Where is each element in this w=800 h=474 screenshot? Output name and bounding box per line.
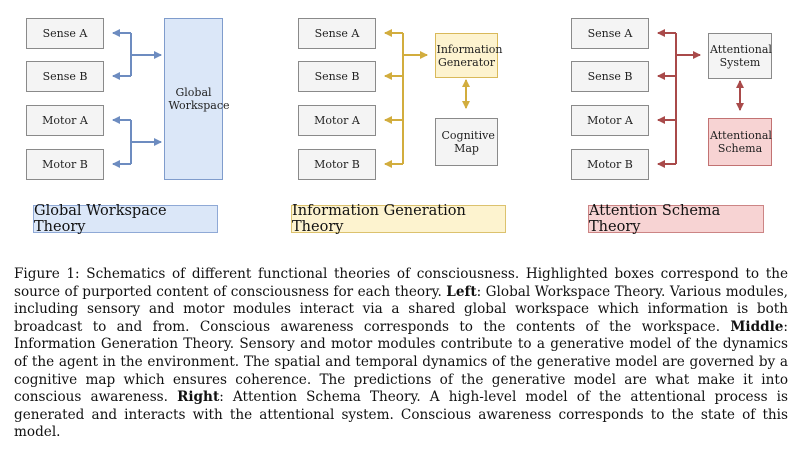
caption-left-label: Left (446, 283, 477, 300)
as-motor-b-module: Motor B (571, 149, 649, 180)
gw-sense-b-module: Sense B (26, 61, 104, 92)
global-workspace-box: Global Workspace (164, 18, 230, 180)
caption-right-text: : Attention Schema Theory. A high-level … (14, 389, 788, 441)
ig-theory-title: Information Generation Theory (291, 203, 506, 235)
gw-motor-a-module: Motor A (26, 105, 104, 136)
gw-arrows (112, 29, 162, 168)
diagram-arrows (112, 29, 744, 168)
caption-middle-text: : Information Generation Theory. Sensory… (14, 318, 788, 406)
as-sense-a-module: Sense A (571, 18, 649, 49)
caption-left-text: : Global Workspace Theory. Various modul… (14, 283, 788, 335)
information-generator-box: Information Generator (435, 33, 503, 78)
caption-intro: Figure 1: Schematics of different functi… (14, 266, 788, 300)
attentional-system-box: Attentional System (708, 33, 772, 79)
ig-sense-a-module: Sense A (298, 18, 376, 49)
ig-sense-b-module: Sense B (298, 61, 376, 92)
gw-theory-title: Global Workspace Theory (33, 203, 218, 235)
ig-motor-b-module: Motor B (298, 149, 376, 180)
as-sense-b-module: Sense B (571, 61, 649, 92)
as-motor-a-module: Motor A (571, 105, 649, 136)
as-arrows (657, 29, 744, 168)
cognitive-map-box: Cognitive Map (435, 118, 498, 166)
ig-arrows (384, 29, 470, 168)
attentional-schema-box: Attentional Schema (708, 118, 772, 166)
gw-motor-b-module: Motor B (26, 149, 104, 180)
caption-right-label: Right (177, 389, 220, 406)
as-theory-title: Attention Schema Theory (588, 203, 764, 235)
gw-sense-a-module: Sense A (26, 18, 104, 49)
ig-motor-a-module: Motor A (298, 105, 376, 136)
caption-middle-label: Middle (730, 318, 784, 335)
figure-caption: Figure 1: Schematics of different functi… (14, 266, 788, 442)
